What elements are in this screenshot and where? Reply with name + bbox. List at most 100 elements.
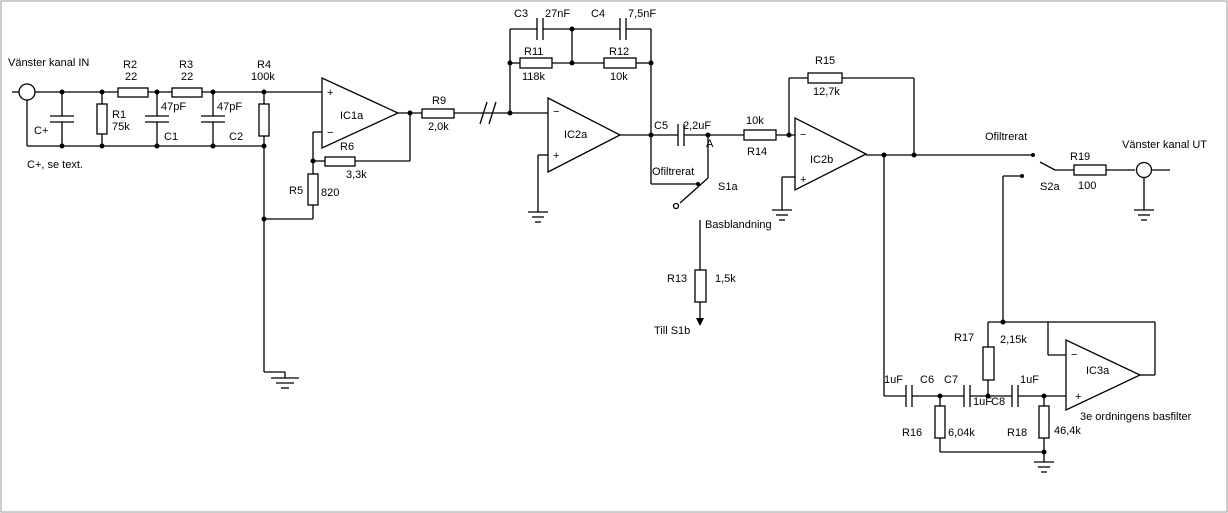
label-till-s1b: Till S1b xyxy=(654,325,690,337)
label-r18-value: 46,4k xyxy=(1054,425,1081,437)
resistor-r5 xyxy=(307,173,319,206)
opamp-ic2b xyxy=(794,116,868,192)
label-input: Vänster kanal IN xyxy=(8,57,89,69)
ic2b-plus: + xyxy=(800,174,806,186)
opamp-ic2a xyxy=(547,96,622,174)
opamp-ic1a xyxy=(321,76,400,150)
switch-s2a-blade xyxy=(1039,161,1056,171)
label-r13-value: 1,5k xyxy=(715,273,736,285)
label-cplus-note: C+, se text. xyxy=(27,159,83,171)
label-r12-ref: R12 xyxy=(609,46,629,58)
label-ic3a: IC3a xyxy=(1086,365,1110,377)
label-r16-ref: R16 xyxy=(902,427,922,439)
label-r9-ref: R9 xyxy=(432,95,446,107)
label-basblandning: Basblandning xyxy=(705,219,772,231)
label-r2-ref: R2 xyxy=(123,59,137,71)
label-r19-value: 100 xyxy=(1078,180,1096,192)
ic1a-plus: + xyxy=(327,87,333,99)
label-c4-value: 7,5nF xyxy=(628,8,656,20)
break-mark-icon xyxy=(479,101,488,125)
label-ic2b: IC2b xyxy=(810,154,833,166)
label-c5-ref: C5 xyxy=(654,120,668,132)
resistor-r12 xyxy=(603,57,637,69)
label-r14-value: 10k xyxy=(746,115,764,127)
resistor-r15 xyxy=(807,72,843,84)
label-c8-ref: C8 xyxy=(991,396,1005,408)
label-ic1a: IC1a xyxy=(340,110,364,122)
label-r5-value: 820 xyxy=(321,187,339,199)
label-r11-value: 118k xyxy=(522,71,546,83)
label-r17-ref: R17 xyxy=(954,332,974,344)
label-ic2a: IC2a xyxy=(564,129,588,141)
resistor-r2 xyxy=(117,87,149,98)
label-output: Vänster kanal UT xyxy=(1122,139,1207,151)
label-ofiltrerat-2: Ofiltrerat xyxy=(985,131,1027,143)
label-cplus: C+ xyxy=(34,125,48,137)
label-r6-value: 3,3k xyxy=(346,169,367,181)
resistor-r9 xyxy=(421,108,455,119)
label-r18-ref: R18 xyxy=(1007,427,1027,439)
label-r5-ref: R5 xyxy=(289,185,303,197)
label-r11-ref: R11 xyxy=(524,46,543,58)
label-c6-ref: C6 xyxy=(920,374,934,386)
label-r9-value: 2,0k xyxy=(428,121,449,133)
label-r1-value: 75k xyxy=(112,121,130,133)
label-r3-ref: R3 xyxy=(179,59,193,71)
label-r4-ref: R4 xyxy=(257,59,271,71)
opamp-ic3a xyxy=(1065,338,1142,412)
label-r12-value: 10k xyxy=(610,71,628,83)
label-ofiltrerat-1: Ofiltrerat xyxy=(652,166,694,178)
label-c1-ref: C1 xyxy=(164,131,178,143)
label-r2-value: 22 xyxy=(125,71,137,83)
label-c3-value: 27nF xyxy=(545,8,570,20)
label-r17-value: 2,15k xyxy=(1000,334,1027,346)
labels: Vänster kanal IN C+ C+, se text. R1 75k … xyxy=(8,8,1207,439)
label-r4-value: 100k xyxy=(251,71,275,83)
label-c2-value: 47pF xyxy=(217,101,242,113)
label-c6-value: 1uF xyxy=(884,374,903,386)
label-c5-value: 2,2uF xyxy=(683,120,711,132)
label-c7-value: 1uF xyxy=(973,396,992,408)
label-c1-value: 47pF xyxy=(161,101,186,113)
resistor-r19 xyxy=(1073,164,1107,176)
stage-ic2b xyxy=(743,72,1170,322)
bass-filter-ic3a xyxy=(883,155,1156,473)
ic3a-minus: − xyxy=(1071,349,1077,361)
resistor-r3 xyxy=(171,87,203,98)
resistor-r1 xyxy=(96,103,108,135)
ic2b-minus: − xyxy=(800,129,806,141)
label-r15-value: 12,7k xyxy=(813,86,840,98)
label-r14-ref: R14 xyxy=(747,146,767,158)
ic2a-plus: + xyxy=(553,150,559,162)
label-r1-ref: R1 xyxy=(112,109,126,121)
resistor-r11 xyxy=(519,57,553,69)
ic2a-minus: − xyxy=(553,106,559,118)
label-s2a: S2a xyxy=(1040,181,1060,193)
stage-ic2a xyxy=(507,18,744,326)
ic3a-plus: + xyxy=(1075,391,1081,403)
input-section xyxy=(12,76,548,389)
label-r3-value: 22 xyxy=(181,71,193,83)
label-r13-ref: R13 xyxy=(667,273,687,285)
label-filter-note: 3e ordningens basfilter xyxy=(1080,411,1192,423)
resistor-r4 xyxy=(258,103,270,137)
label-c4-ref: C4 xyxy=(591,8,605,20)
resistor-r17 xyxy=(982,346,995,381)
arrow-down-icon xyxy=(696,318,704,326)
label-r15-ref: R15 xyxy=(815,55,835,67)
switch-s1a-blade xyxy=(679,177,709,204)
label-c7-ref: C7 xyxy=(944,374,958,386)
label-r16-value: 6,04k xyxy=(948,427,975,439)
label-c3-ref: C3 xyxy=(514,8,528,20)
resistor-r6 xyxy=(324,156,356,167)
label-node-a: A xyxy=(706,138,714,150)
resistor-r13 xyxy=(694,269,707,303)
label-r19-ref: R19 xyxy=(1070,151,1090,163)
resistor-r14 xyxy=(743,129,777,141)
label-c2-ref: C2 xyxy=(229,131,243,143)
resistor-r16 xyxy=(934,405,946,439)
label-r6-ref: R6 xyxy=(340,141,354,153)
ic1a-minus: − xyxy=(327,127,333,139)
